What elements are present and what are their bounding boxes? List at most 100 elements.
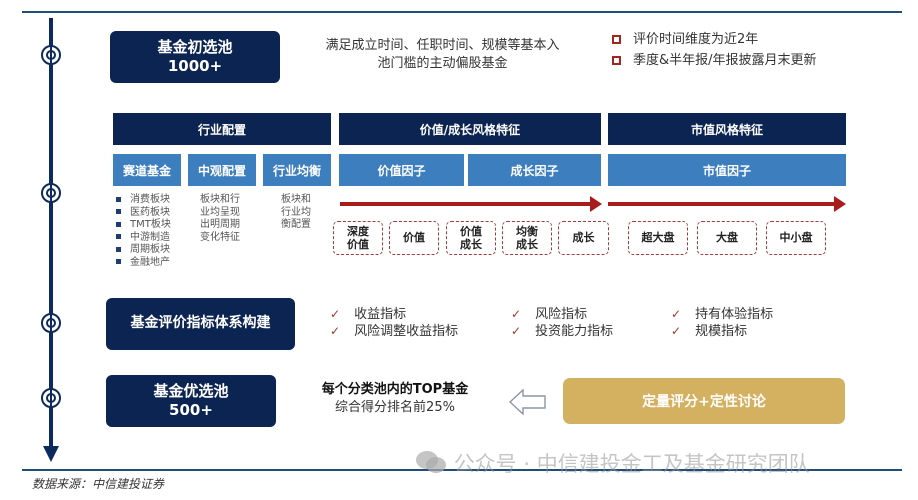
data-source: 数据来源：中信建投证券 — [32, 477, 165, 491]
box-line: 价值 — [347, 238, 369, 251]
check-icon: ✓ — [330, 307, 341, 321]
timeline-axis — [49, 18, 53, 448]
check-icon: ✓ — [330, 324, 341, 338]
track-fund-subheader: 赛道基金 — [113, 154, 181, 186]
indicator-item: ✓ 风险调整收益指标 — [330, 323, 458, 340]
check-icon: ✓ — [671, 324, 682, 338]
box-line: 成长 — [516, 238, 538, 251]
list-item: TMT板块 — [116, 219, 171, 232]
indicator-label: 持有体验指标 — [695, 307, 774, 322]
desc-line: 板块和 — [281, 194, 311, 205]
sector-label: 中游制造 — [130, 231, 170, 243]
check-icon: ✓ — [671, 307, 682, 321]
box-line: 价值 — [460, 224, 482, 238]
desc-line: 板块和行 — [200, 194, 240, 205]
timeline-marker-icon — [41, 183, 61, 203]
note-item: 季度&半年报/年报披露月末更新 — [612, 51, 817, 72]
note-item: 评价时间维度为近2年 — [612, 30, 817, 51]
box-line: 成长 — [460, 238, 482, 251]
style-spectrum-arrow — [340, 202, 592, 206]
list-item: 金融地产 — [116, 257, 171, 270]
list-item: 医药板块 — [116, 207, 171, 220]
meso-allocation-desc: 板块和行 业均呈现 出明周期 变化特征 — [200, 194, 240, 244]
initial-pool-title: 基金初选池 — [157, 38, 233, 57]
watermark: 公众号 · 中信建投金工及基金研究团队 — [415, 448, 810, 478]
style-box-deep-value: 深度价值 — [333, 221, 383, 255]
preferred-pool-box: 基金优选池 500+ — [106, 375, 276, 427]
arrow-left-outline-icon — [509, 389, 546, 415]
value-factor-subheader: 价值因子 — [339, 154, 464, 186]
style-box-balanced-growth: 均衡成长 — [502, 221, 552, 255]
list-item: 消费板块 — [116, 194, 171, 207]
indicator-label: 风险调整收益指标 — [354, 324, 459, 339]
desc-line: 业均呈现 — [200, 206, 240, 218]
bullet-icon — [116, 234, 121, 239]
box-line: 价值 — [403, 231, 425, 245]
criteria-line: 满足成立时间、任职时间、规模等基本入 — [325, 38, 560, 53]
timeline-marker-icon — [41, 388, 61, 408]
indicator-item: ✓ 持有体验指标 — [671, 306, 773, 323]
indicator-label: 风险指标 — [535, 307, 588, 322]
list-item: 中游制造 — [116, 232, 171, 245]
top-divider — [22, 11, 902, 13]
market-cap-factor-subheader: 市值因子 — [608, 154, 846, 186]
sector-label: 周期板块 — [130, 244, 170, 255]
indicator-group: ✓ 持有体验指标 ✓ 规模指标 — [671, 306, 773, 340]
style-box-value: 价值 — [389, 221, 439, 255]
preferred-pool-title: 基金优选池 — [153, 382, 229, 401]
desc-line: 出明周期 — [200, 219, 240, 230]
sector-label: 医药板块 — [130, 206, 170, 218]
desc-line: 行业均 — [281, 206, 311, 218]
industry-balance-desc: 板块和 行业均 衡配置 — [281, 194, 311, 232]
box-line: 均衡 — [516, 224, 538, 238]
indicator-label: 规模指标 — [695, 324, 748, 339]
square-bullet-icon — [612, 55, 621, 65]
market-cap-style-header: 市值风格特征 — [608, 113, 846, 145]
indicator-label: 收益指标 — [354, 307, 407, 322]
box-line: 深度 — [347, 224, 369, 238]
bullet-icon — [116, 259, 121, 264]
cap-box-mega-cap: 超大盘 — [628, 221, 688, 255]
cap-box-large-cap: 大盘 — [697, 221, 757, 255]
track-sector-list: 消费板块 医药板块 TMT板块 中游制造 周期板块 金融地产 — [116, 194, 171, 269]
indicator-item: ✓ 收益指标 — [330, 306, 458, 323]
quant-qual-method-box: 定量评分+定性讨论 — [563, 378, 845, 424]
sector-label: TMT板块 — [130, 219, 171, 230]
list-item: 周期板块 — [116, 244, 171, 257]
timeline-arrow-down-icon — [43, 446, 59, 462]
indicator-group: ✓ 风险指标 ✓投资能力指标 — [511, 306, 613, 340]
value-growth-style-header: 价值/成长风格特征 — [339, 113, 601, 145]
sector-label: 消费板块 — [130, 194, 170, 205]
indicator-label: 投资能力指标 — [535, 324, 614, 339]
note-text: 季度&半年报/年报披露月末更新 — [633, 52, 817, 68]
timeline-marker-icon — [41, 313, 61, 333]
indicator-item: ✓投资能力指标 — [511, 323, 613, 340]
note-text: 评价时间维度为近2年 — [633, 32, 759, 47]
meso-allocation-subheader: 中观配置 — [188, 154, 256, 186]
initial-pool-count: 1000+ — [167, 57, 223, 75]
timeline-marker-icon — [41, 45, 61, 65]
watermark-text: 公众号 · 中信建投金工及基金研究团队 — [453, 452, 810, 476]
indicator-group: ✓ 收益指标 ✓ 风险调整收益指标 — [330, 306, 458, 340]
sector-label: 金融地产 — [130, 256, 170, 268]
evaluation-notes: 评价时间维度为近2年 季度&半年报/年报披露月末更新 — [612, 30, 817, 72]
bullet-icon — [116, 196, 121, 202]
arrow-right-icon — [590, 196, 602, 212]
wechat-icon — [416, 451, 446, 473]
check-icon: ✓ — [511, 307, 522, 321]
growth-factor-subheader: 成长因子 — [468, 154, 601, 186]
bottom-divider — [22, 469, 902, 471]
criteria-line: 池门槛的主动偏股基金 — [377, 55, 508, 71]
criteria-title: 每个分类池内的TOP基金 — [321, 382, 469, 397]
desc-line: 衡配置 — [281, 219, 311, 230]
indicator-item: ✓ 风险指标 — [511, 306, 613, 323]
initial-pool-criteria: 满足成立时间、任职时间、规模等基本入 池门槛的主动偏股基金 — [300, 37, 585, 72]
square-bullet-icon — [612, 35, 621, 44]
cap-spectrum-arrow — [608, 202, 836, 206]
bullet-icon — [116, 209, 121, 214]
criteria-text: 综合得分排名前25% — [335, 399, 455, 415]
industry-allocation-header: 行业配置 — [113, 113, 331, 145]
indicator-item: ✓ 规模指标 — [671, 323, 773, 340]
box-line: 成长 — [572, 231, 595, 245]
bullet-icon — [116, 221, 121, 227]
